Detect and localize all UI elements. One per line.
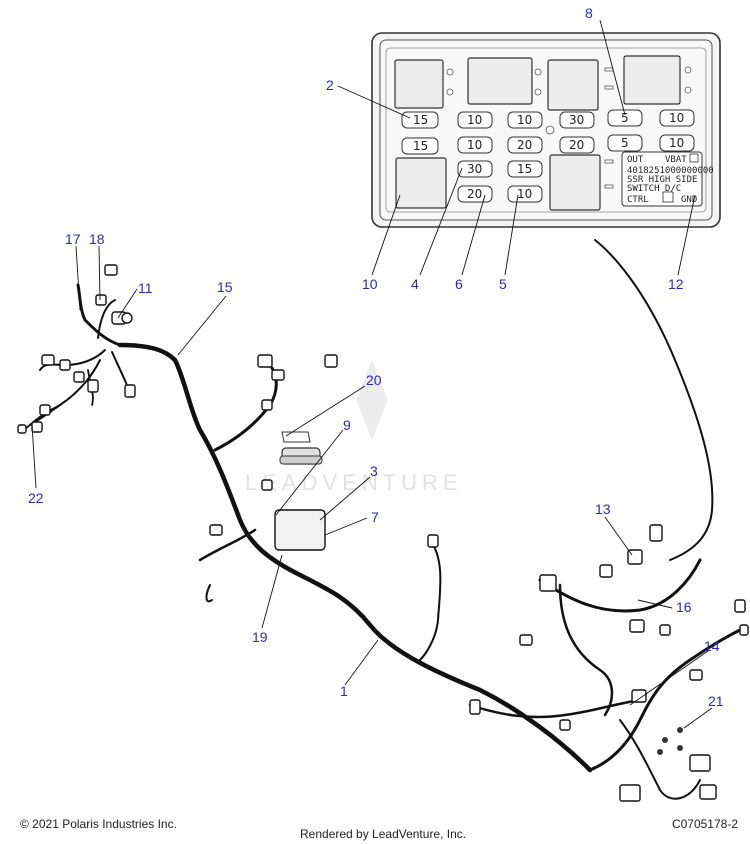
- callout-17: 17: [65, 231, 81, 247]
- relay-vbat-label: VBAT: [665, 155, 687, 165]
- fuse-label: 10: [669, 136, 684, 150]
- callout-6: 6: [455, 276, 463, 292]
- fuse-label: 30: [569, 113, 584, 127]
- copyright-text: © 2021 Polaris Industries Inc.: [20, 817, 177, 831]
- fuse-label: 10: [467, 113, 482, 127]
- fuse-column-right-a: 5 5: [607, 109, 643, 152]
- fuse-label: 20: [569, 138, 584, 152]
- callout-10: 10: [362, 276, 378, 292]
- left-branch-harness: [21, 283, 131, 433]
- fuse-column-mid-b: 10 20 15 10: [507, 111, 543, 203]
- callout-8: 8: [585, 5, 593, 21]
- callout-20: 20: [366, 372, 382, 388]
- callout-16: 16: [676, 599, 692, 615]
- fuse-label: 30: [467, 162, 482, 176]
- relay-line2: SWITCH D/C: [627, 184, 681, 194]
- fuse-column-left: 15 15: [401, 111, 439, 155]
- callout-7: 7: [371, 509, 379, 525]
- fuse-label: 15: [413, 113, 428, 127]
- leader-lines: [31, 19, 713, 729]
- fuse-label: 15: [517, 162, 532, 176]
- fuse-box-markers: [446, 66, 692, 189]
- callout-2: 2: [326, 77, 334, 93]
- fuse-label: 10: [669, 111, 684, 125]
- callout-14: 14: [704, 638, 720, 654]
- fuse-label: 5: [621, 111, 629, 125]
- fasteners: [657, 727, 683, 755]
- callout-13: 13: [595, 501, 611, 517]
- fuse-column-mid-a: 10 10 30 20: [457, 111, 493, 203]
- fuse-label: 10: [517, 187, 532, 201]
- fuse-label: 15: [413, 139, 428, 153]
- relay-part-number: 4018251000000000: [627, 166, 714, 176]
- callout-22: 22: [28, 490, 44, 506]
- callout-numbers: 1 2 3 4 5 6 7 8 9 10 11 12 13 14 15 16 1…: [28, 5, 724, 709]
- fuse-label: 10: [467, 138, 482, 152]
- fuse-label: 10: [517, 113, 532, 127]
- rendered-by-text: Rendered by LeadVenture, Inc.: [300, 827, 467, 841]
- callout-19: 19: [252, 629, 268, 645]
- relay-line1: SSR HIGH SIDE: [627, 175, 697, 185]
- relay-component: [279, 431, 323, 465]
- connectors: [17, 264, 749, 802]
- relay-ctrl-label: CTRL: [627, 195, 649, 205]
- callout-21: 21: [708, 693, 724, 709]
- callout-1: 1: [340, 683, 348, 699]
- fuse-box: 15 15 10 10 30 20 10 20 15 10 30: [371, 32, 721, 228]
- relay-gnd-label: GND: [681, 195, 697, 205]
- callout-4: 4: [411, 276, 419, 292]
- watermark-text: LEADVENTURE: [245, 470, 463, 495]
- fuse-column-mid-c: 30 20: [559, 111, 595, 154]
- ssr-relay-module: OUT VBAT 4018251000000000 SSR HIGH SIDE …: [621, 151, 714, 207]
- relay-slots: [394, 55, 681, 211]
- relay-out-label: OUT: [627, 155, 644, 165]
- callout-3: 3: [370, 463, 378, 479]
- callout-15: 15: [217, 279, 233, 295]
- watermark: LEADVENTURE: [245, 360, 463, 495]
- fuse-label: 20: [467, 187, 482, 201]
- fuse-label: 20: [517, 138, 532, 152]
- callout-11: 11: [138, 280, 153, 296]
- fuse-column-right-b: 10 10: [659, 109, 695, 152]
- callout-12: 12: [668, 276, 684, 292]
- callout-18: 18: [89, 231, 105, 247]
- callout-5: 5: [499, 276, 507, 292]
- diagram-code: C0705178-2: [671, 817, 738, 831]
- fuse-label: 5: [621, 136, 629, 150]
- callout-9: 9: [343, 417, 351, 433]
- main-harness: [117, 239, 742, 800]
